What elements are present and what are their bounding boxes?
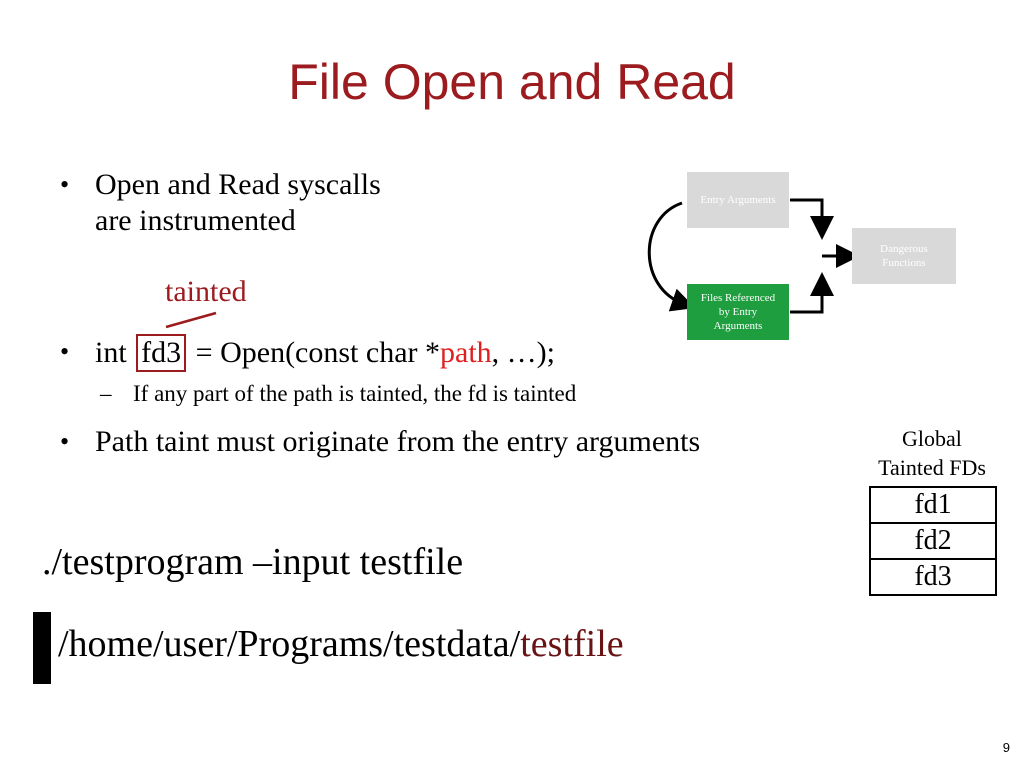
files-referenced-label-1: Files Referenced bbox=[700, 292, 776, 304]
fd-cell: fd1 bbox=[869, 486, 997, 524]
global-fds-title-line1: Global bbox=[902, 426, 962, 451]
page-number: 9 bbox=[1002, 740, 1010, 755]
bullet-syscalls-line1: Open and Read syscalls bbox=[95, 168, 381, 201]
dangerous-functions-label-2: Functions bbox=[882, 257, 926, 269]
sub-bullet-dash: – bbox=[100, 381, 112, 406]
cursor-bar bbox=[33, 612, 51, 684]
entry-arguments-label: Entry Arguments bbox=[700, 194, 776, 206]
code-path-arg: path bbox=[440, 336, 492, 369]
fd-cell: fd3 bbox=[869, 558, 997, 596]
fd3-highlight-box: fd3 bbox=[136, 334, 187, 372]
global-fds-table: fd1 fd2 fd3 bbox=[869, 486, 997, 596]
table-row: fd2 bbox=[869, 522, 997, 560]
files-referenced-box: Files Referenced by Entry Arguments bbox=[687, 284, 789, 340]
bullet-dot: • bbox=[60, 337, 70, 366]
file-path-dir: /home/user/Programs/testdata/ bbox=[58, 623, 521, 665]
code-open-call: = Open(const char * bbox=[188, 336, 441, 369]
dangerous-functions-label-1: Dangerous bbox=[880, 243, 928, 255]
dangerous-functions-box: Dangerous Functions bbox=[852, 228, 956, 284]
code-rest: , …); bbox=[491, 336, 555, 369]
file-path-filename: testfile bbox=[520, 623, 624, 665]
sub-bullet-text: If any part of the path is tainted, the … bbox=[133, 381, 577, 406]
global-fds-title: Global Tainted FDs bbox=[862, 424, 1002, 482]
bullet-path-taint-text: Path taint must originate from the entry… bbox=[95, 425, 701, 458]
tainted-annotation: tainted bbox=[165, 275, 247, 308]
code-int: int bbox=[95, 336, 135, 369]
command-line: ./testprogram –input testfile bbox=[42, 541, 464, 583]
global-fds-title-line2: Tainted FDs bbox=[878, 455, 986, 480]
files-referenced-label-3: Arguments bbox=[713, 320, 763, 332]
slide-title: File Open and Read bbox=[288, 54, 736, 110]
files-referenced-label-2: by Entry bbox=[718, 306, 758, 318]
bullet-syscalls-line2: are instrumented bbox=[95, 204, 296, 237]
bullet-dot: • bbox=[60, 427, 70, 456]
fd-cell: fd2 bbox=[869, 522, 997, 560]
file-path: /home/user/Programs/testdata/testfile bbox=[58, 622, 624, 666]
table-row: fd3 bbox=[869, 558, 997, 596]
bullet-dot: • bbox=[60, 170, 70, 199]
table-row: fd1 bbox=[869, 486, 997, 524]
entry-arguments-box: Entry Arguments bbox=[687, 172, 789, 228]
